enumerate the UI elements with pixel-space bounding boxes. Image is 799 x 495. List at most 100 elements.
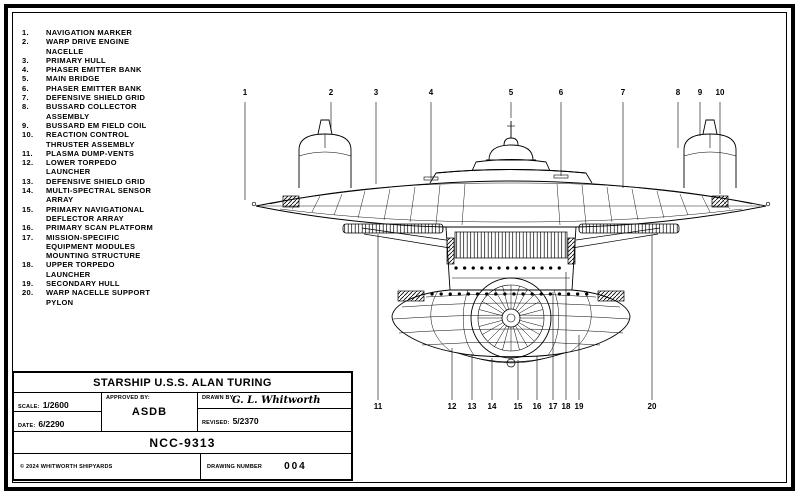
- part-number: 18.: [22, 260, 34, 270]
- phaser-bank-right: [553, 174, 569, 179]
- callout-12: 12: [447, 402, 457, 411]
- parts-list-item: 20. WARP NACELLE SUPPORT PYLON: [22, 288, 158, 307]
- drawn-by-cell: DRAWN BY: G. L. Whitworth: [198, 393, 351, 409]
- callout-5: 5: [508, 88, 514, 97]
- deflector-dish: [470, 277, 552, 359]
- drawn-by-signature: G. L. Whitworth: [232, 395, 321, 406]
- torpedo-launcher-left: [446, 237, 455, 265]
- part-label: MULTI-SPECTRAL SENSOR ARRAY: [46, 186, 152, 205]
- callout-17: 17: [548, 402, 558, 411]
- nacelle-fin-right: [702, 119, 718, 135]
- part-number: 10.: [22, 130, 34, 140]
- torpedo-launcher-right: [567, 237, 576, 265]
- part-label: MISSION-SPECIFIC EQUIPMENT MODULES MOUNT…: [46, 232, 141, 261]
- callout-13: 13: [467, 402, 477, 411]
- bridge-dome: [488, 144, 534, 161]
- part-number: 14.: [22, 186, 34, 196]
- parts-list-item: 3. PRIMARY HULL: [22, 56, 158, 65]
- part-number: 16.: [22, 223, 34, 233]
- ship-linework: [244, 102, 771, 400]
- part-label: PHASER EMITTER BANK: [46, 83, 142, 93]
- secondary-hull: [391, 289, 631, 368]
- right-nacelle: [683, 119, 737, 188]
- part-number: 19.: [22, 279, 34, 289]
- callout-4: 4: [428, 88, 434, 97]
- revised-cell: REVISED:5/2370: [198, 409, 351, 431]
- nacelle-fin-left: [317, 119, 333, 135]
- revised-label: REVISED:: [202, 420, 230, 426]
- callout-2: 2: [328, 88, 334, 97]
- callout-6: 6: [558, 88, 564, 97]
- callout-20: 20: [647, 402, 657, 411]
- parts-list-item: 2.WARP DRIVE ENGINE NACELLE: [22, 37, 158, 56]
- phaser-bank-left: [423, 176, 439, 181]
- part-number: 20.: [22, 288, 34, 298]
- parts-list-item: 12.LOWER TORPEDO LAUNCHER: [22, 158, 158, 177]
- callout-14: 14: [487, 402, 497, 411]
- callout-15: 15: [513, 402, 523, 411]
- parts-list-item: 13.DEFENSIVE SHIELD GRID: [22, 177, 158, 186]
- callout-9: 9: [697, 88, 703, 97]
- left-nacelle: [298, 119, 352, 188]
- part-label: WARP NACELLE SUPPORT PYLON: [46, 288, 151, 307]
- neck-section: [445, 226, 577, 291]
- navigation-marker-left: [251, 201, 257, 207]
- approved-value: ASDB: [131, 406, 168, 418]
- drawn-by-label: DRAWN BY:: [202, 395, 236, 401]
- parts-list-item: 4. PHASER EMITTER BANK: [22, 65, 158, 74]
- parts-list-item: 5.MAIN BRIDGE: [22, 74, 158, 83]
- bridge-superstructure: [429, 121, 593, 184]
- copyright-notice: © 2024 WHITWORTH SHIPYARDS: [14, 454, 201, 479]
- registry-number: NCC-9313: [14, 432, 351, 454]
- part-number: 8.: [22, 102, 29, 112]
- drawing-number-value: 004: [284, 461, 307, 472]
- date-label: DATE:: [18, 423, 36, 429]
- revised-value: 5/2370: [232, 416, 259, 426]
- part-label: PRIMARY HULL: [46, 55, 106, 65]
- part-label: BUSSARD COLLECTOR ASSEMBLY: [46, 102, 137, 121]
- drawing-number-label: DRAWING NUMBER: [207, 463, 263, 470]
- callout-1: 1: [242, 88, 248, 97]
- date-cell: DATE:6/2290: [14, 412, 101, 434]
- parts-list-item: 15.PRIMARY NAVIGATIONAL DEFLECTOR ARRAY: [22, 205, 158, 224]
- part-label: DEFENSIVE SHIELD GRID: [46, 176, 146, 186]
- part-number: 3.: [22, 55, 29, 65]
- title-block: STARSHIP U.S.S. ALAN TURING SCALE:1/2600…: [12, 371, 353, 481]
- callout-19: 19: [574, 402, 584, 411]
- parts-list-item: 18. UPPER TORPEDO LAUNCHER: [22, 260, 158, 279]
- part-number: 11.: [22, 148, 33, 158]
- approved-cell: APPROVED BY: ASDB: [102, 393, 198, 431]
- part-number: 2.: [22, 37, 29, 47]
- callout-16: 16: [532, 402, 542, 411]
- part-label: DEFENSIVE SHIELD GRID: [46, 93, 146, 103]
- part-number: 4.: [22, 65, 29, 75]
- part-label: SECONDARY HULL: [46, 279, 120, 289]
- leader-lines: [244, 102, 721, 400]
- scale-cell: SCALE:1/2600: [14, 393, 101, 412]
- callout-18: 18: [561, 402, 571, 411]
- part-label: PHASER EMITTER BANK: [46, 65, 142, 75]
- parts-list-item: 7.DEFENSIVE SHIELD GRID: [22, 93, 158, 102]
- equipment-module-left: [397, 290, 425, 302]
- ship-name: STARSHIP U.S.S. ALAN TURING: [14, 373, 351, 393]
- scale-label: SCALE:: [18, 404, 40, 410]
- rcs-thruster-right: [711, 195, 729, 208]
- approved-label: APPROVED BY:: [106, 395, 150, 401]
- parts-list-item: 10.REACTION CONTROL THRUSTER ASSEMBLY: [22, 130, 158, 149]
- parts-list-item: 17. MISSION-SPECIFIC EQUIPMENT MODULES MO…: [22, 233, 158, 261]
- parts-list-item: 6. PHASER EMITTER BANK: [22, 84, 158, 93]
- lower-sensor-dome: [506, 358, 516, 368]
- drawing-number-cell: DRAWING NUMBER 004: [201, 454, 351, 479]
- callout-10: 10: [715, 88, 725, 97]
- part-label: UPPER TORPEDO LAUNCHER: [46, 260, 115, 279]
- plasma-vents: [342, 223, 680, 234]
- nacelle-pylons: [361, 227, 661, 249]
- part-number: 17.: [22, 232, 34, 242]
- parts-list-item: 11.PLASMA DUMP-VENTS: [22, 149, 158, 158]
- part-number: 5.: [22, 74, 29, 84]
- parts-list-item: 1.NAVIGATION MARKER: [22, 28, 158, 37]
- callout-7: 7: [620, 88, 626, 97]
- part-number: 6.: [22, 83, 29, 93]
